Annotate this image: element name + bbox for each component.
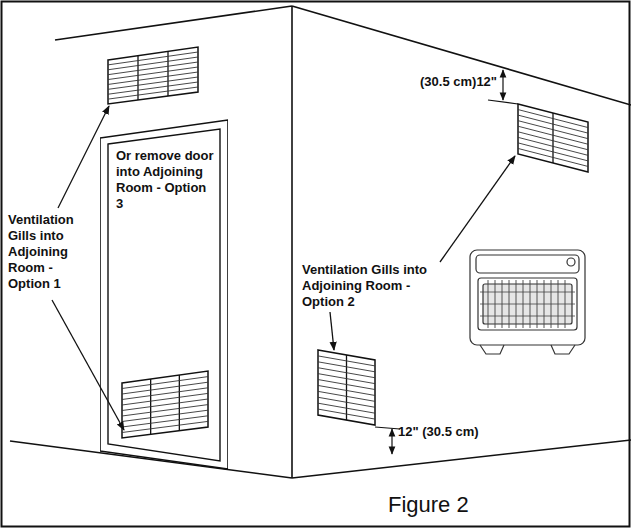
vent-slat [318, 391, 375, 401]
vent-slat [122, 388, 208, 400]
extension-line [488, 100, 518, 104]
leader-arrow [440, 156, 515, 262]
vent-slat [518, 148, 588, 166]
vent-slat [318, 403, 375, 413]
vent-slat [122, 399, 208, 411]
vent-slat [318, 368, 375, 378]
heater-body [470, 250, 585, 345]
vent-slat [108, 77, 198, 89]
vent-slat [122, 393, 208, 405]
heater-illustration [470, 250, 585, 354]
heater-bar [480, 292, 575, 293]
vent-divider [552, 113, 553, 163]
leader-arrow [58, 106, 109, 208]
ceiling-line [292, 6, 631, 105]
vent-slat [108, 67, 198, 80]
leader-arrow [52, 300, 124, 430]
vent-slat [122, 377, 208, 389]
dimension-line [391, 429, 392, 454]
vent-slat [108, 62, 198, 75]
heater-bar [480, 316, 575, 317]
door-label: Or remove door into Adjoining Room - Opt… [116, 148, 214, 212]
vent-slat [518, 137, 588, 155]
callout-label: Ventilation Gills into Adjoining Room - … [302, 262, 452, 310]
vent-divider [346, 355, 347, 420]
vent-slat [518, 121, 588, 139]
vent-slat [318, 409, 375, 419]
vent-slat [122, 421, 208, 432]
vent-slat [122, 405, 208, 416]
vent-divider [167, 51, 168, 96]
vent-slat [318, 362, 375, 372]
vent-slat [318, 356, 375, 366]
extension-line [375, 427, 400, 429]
heater-knob [567, 258, 575, 266]
door-panel [108, 129, 220, 461]
dimension-label: 12" (30.5 cm) [398, 424, 479, 440]
vent-slat [318, 380, 375, 390]
leader-arrow [330, 312, 334, 350]
figure-caption: Figure 2 [388, 492, 469, 518]
vent-slat [108, 82, 198, 94]
vent-slat [122, 410, 208, 421]
vent-slat [318, 385, 375, 395]
vent-slat [108, 87, 198, 99]
floor-line [10, 441, 292, 478]
vent-slat [518, 126, 588, 144]
vent-slat [518, 143, 588, 161]
ceiling-line [55, 6, 292, 40]
vent-grille [518, 104, 588, 172]
vent-outline [108, 47, 198, 104]
door-frame [100, 120, 228, 469]
vent-slat [318, 397, 375, 407]
door: Or remove door into Adjoining Room - Opt… [100, 118, 228, 470]
vent-group [108, 47, 588, 438]
heater-bar [480, 304, 575, 305]
vent-slat [108, 72, 198, 84]
vent-slat [108, 57, 198, 70]
vent-slat [518, 110, 588, 128]
vent-slat [518, 132, 588, 150]
heater-top-panel [476, 255, 579, 273]
vent-slat [122, 382, 208, 394]
dimension-line [502, 70, 503, 100]
wall-corner [291, 6, 293, 478]
vent-outline [518, 104, 588, 172]
vent-slat [318, 374, 375, 384]
vent-outline [122, 371, 208, 438]
vent-slat [518, 115, 588, 133]
vent-grille [318, 350, 375, 425]
heater-feet [480, 345, 575, 354]
dimension-label: (30.5 cm)12" [420, 74, 497, 90]
vent-grille [122, 371, 208, 438]
heater-grille [478, 278, 577, 330]
vent-slat [122, 416, 208, 427]
callout-label: Ventilation Gills into Adjoining Room - … [8, 212, 98, 292]
vent-outline [318, 350, 375, 425]
vent-grille [108, 47, 198, 104]
vent-divider [137, 56, 138, 100]
floor-line [292, 440, 631, 478]
